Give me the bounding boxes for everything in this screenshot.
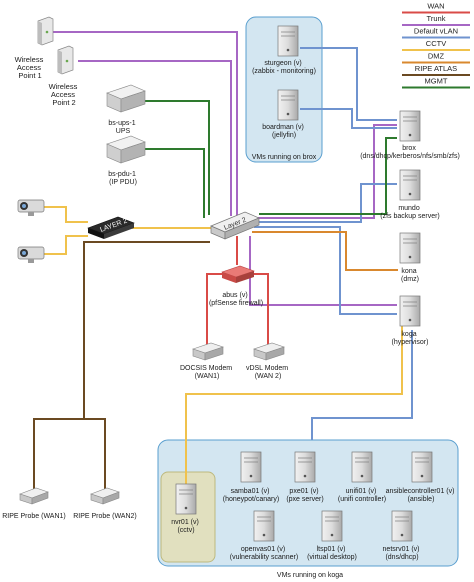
ltsp01-label: ltsp01 (v) (virtual desktop) [307,546,357,561]
docsis-label: DOCSIS Modem (WAN1) [180,365,234,380]
wan-link-docsis [206,273,226,345]
openvas01-label: openvas01 (v) (vulnerability scanner) [230,546,298,561]
ap1-label: Wireless Access Point 1 [15,55,46,80]
trunk-link-ap2 [78,60,232,216]
nvr01-label: nvr01 (v) (cctv) [171,519,201,534]
trunk-link-brox [255,124,397,219]
server-icon [240,451,262,483]
ups-icon [106,84,146,113]
brox-vms-group [245,16,323,163]
unifi01-label: unifi01 (v) (unifi controller) [338,488,386,503]
sturgeon-label: sturgeon (v) (zabbix - monitoring) [252,60,316,75]
legend-label: WAN [427,2,444,11]
brox-vms-label: VMs running on brox [252,154,317,161]
connections [33,31,413,490]
abus-label: abus (v) (pfSense firewall) [209,292,263,307]
server-icon [391,510,413,542]
server-icon [399,169,421,201]
wan-link-vdsl [248,273,269,345]
samba01-label: samba01 (v) (honeypot/canary) [223,488,279,503]
trunk-link-ap1 [48,31,238,216]
access-point-icon [37,16,54,46]
koga-vms-group [157,439,459,567]
modem-icon [192,342,224,361]
ripe1-label: RIPE Probe (WAN1) [2,513,66,520]
layer2-switch-icon: Layer 2 [210,211,260,240]
camera-icon [17,246,45,263]
dmz-link-kona [252,231,398,271]
vdsl-label: vDSL Modem (WAN 2) [246,365,290,380]
trunk-link-koga [249,236,397,306]
server-icon [399,295,421,327]
pxe01-label: pxe01 (v) (pxe server) [286,488,323,503]
cctv-link-cam2 [44,235,88,255]
vlan-link-boardman [300,108,397,129]
ansible-label: ansiblecontroller01 (v) (ansible) [386,488,457,503]
vlan-link-switch-mundo [258,183,397,223]
netsrv01-label: netsrv01 (v) (dns/dhcp) [383,546,422,561]
server-icon [399,232,421,264]
legend-label: Default vLAN [414,27,458,36]
mgmt-link-pdu [141,148,205,218]
camera-icon [17,199,45,216]
pdu-icon [106,135,146,164]
server-icon [175,483,197,515]
server-icon [277,89,299,121]
boardman-label: boardman (v) (jellyfin) [262,124,306,139]
legend-label: CCTV [426,39,446,48]
probe-icon [90,487,120,505]
server-icon [294,451,316,483]
server-icon [411,451,433,483]
ap2-label: Wireless Access Point 2 [49,82,80,107]
poe-switch-icon: LAYER 2 [87,216,135,239]
firewall-icon [221,265,255,283]
brox-label: brox (dns/dhcp/kerberos/nfs/smb/zfs) [360,145,460,160]
server-icon [351,451,373,483]
vlan-link-koga [254,226,397,315]
vlan-link-sturgeon [300,47,397,121]
server-icon [321,510,343,542]
probe-icon [19,487,49,505]
server-icon [253,510,275,542]
server-icon [399,110,421,142]
mgmt-link-ups [141,100,210,215]
access-point-icon [57,45,74,75]
kona-label: kona (dmz) [401,268,419,283]
mgmt-link-brox [259,137,397,215]
koga-vms-label: VMs running on koga [277,572,343,579]
modem-icon [253,342,285,361]
cctv-link-nvr [185,326,403,484]
koga-label: koga (hypervisor) [392,331,429,346]
legend-label: MGMT [425,77,448,86]
ripe-link-probes [33,418,106,490]
server-icon [277,25,299,57]
cctv-vm-group [160,471,216,563]
cctv-link-cam1 [44,206,88,223]
vlan-link-koga-vms [311,330,413,440]
ripe2-label: RIPE Probe (WAN2) [73,513,137,520]
legend-label: Trunk [427,14,446,23]
mundo-label: mundo (zfs backup server) [380,205,440,220]
ripe-link-trunk [83,241,210,419]
legend-label: DMZ [428,52,445,61]
pdu-label: bs-pdu-1 (IP PDU) [108,171,138,186]
ups-label: bs-ups-1 UPS [108,120,137,135]
legend-label: RIPE ATLAS [415,64,457,73]
